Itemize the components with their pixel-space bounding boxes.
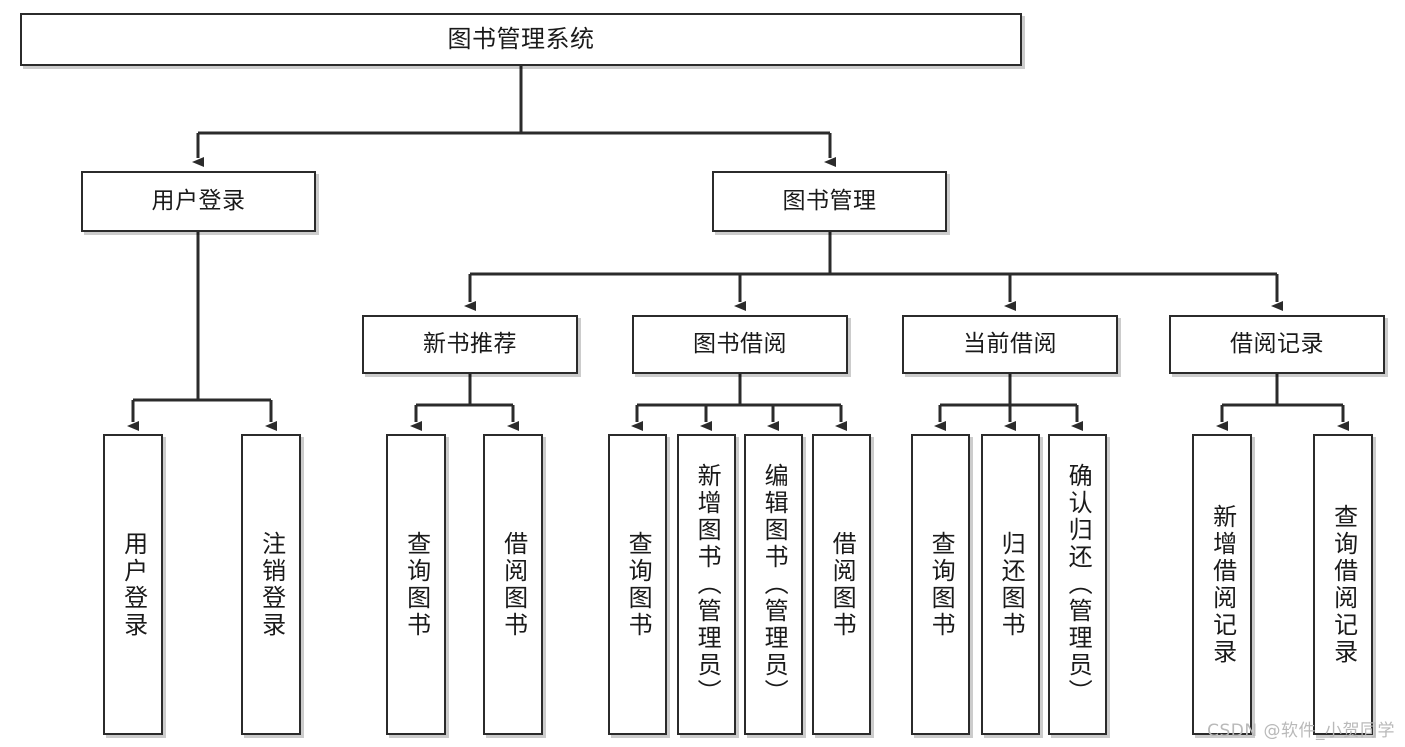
node-leaf-query-book-c-label: 查询图书 [927, 530, 956, 639]
node-leaf-user-login-label: 用户登录 [119, 530, 148, 639]
node-leaf-add-record-label: 新增借阅记录 [1208, 503, 1237, 666]
node-leaf-confirm-return[interactable]: 确认归还（管理员） [1048, 434, 1107, 735]
node-leaf-user-login[interactable]: 用户登录 [103, 434, 163, 735]
node-leaf-query-book-b[interactable]: 查询图书 [608, 434, 667, 735]
node-leaf-confirm-return-label: 确认归还（管理员） [1064, 463, 1093, 706]
node-root-label: 图书管理系统 [447, 25, 595, 54]
node-book-manage-label: 图书管理 [782, 187, 877, 214]
csdn-watermark: CSDN @软件_小贺同学 [1207, 721, 1395, 741]
node-new-book-rec[interactable]: 新书推荐 [362, 315, 578, 374]
node-user-login-label: 用户登录 [151, 187, 246, 214]
node-leaf-query-book-b-label: 查询图书 [624, 530, 653, 639]
node-leaf-logout[interactable]: 注销登录 [241, 434, 301, 735]
node-current-borrow-label: 当前借阅 [963, 330, 1057, 357]
node-leaf-query-book-c[interactable]: 查询图书 [911, 434, 970, 735]
node-leaf-query-record-label: 查询借阅记录 [1329, 503, 1358, 666]
node-leaf-add-book-label: 新增图书（管理员） [693, 463, 722, 706]
node-new-book-rec-label: 新书推荐 [423, 330, 517, 357]
node-leaf-add-record[interactable]: 新增借阅记录 [1192, 434, 1252, 735]
node-root[interactable]: 图书管理系统 [20, 13, 1022, 66]
node-leaf-borrow-book-b[interactable]: 借阅图书 [812, 434, 871, 735]
node-leaf-query-record[interactable]: 查询借阅记录 [1313, 434, 1373, 735]
node-leaf-query-book-a[interactable]: 查询图书 [386, 434, 446, 735]
node-leaf-borrow-book-a[interactable]: 借阅图书 [483, 434, 543, 735]
node-leaf-return-book[interactable]: 归还图书 [981, 434, 1040, 735]
node-leaf-borrow-book-b-label: 借阅图书 [828, 530, 857, 639]
node-user-login[interactable]: 用户登录 [81, 171, 316, 232]
node-leaf-edit-book[interactable]: 编辑图书（管理员） [744, 434, 803, 735]
node-book-borrow-label: 图书借阅 [693, 330, 787, 357]
node-current-borrow[interactable]: 当前借阅 [902, 315, 1118, 374]
node-leaf-logout-label: 注销登录 [257, 530, 286, 639]
node-leaf-add-book[interactable]: 新增图书（管理员） [677, 434, 736, 735]
node-leaf-edit-book-label: 编辑图书（管理员） [760, 463, 789, 706]
node-book-borrow[interactable]: 图书借阅 [632, 315, 848, 374]
node-leaf-borrow-book-a-label: 借阅图书 [499, 530, 528, 639]
node-borrow-record[interactable]: 借阅记录 [1169, 315, 1385, 374]
node-leaf-return-book-label: 归还图书 [997, 530, 1026, 639]
node-book-manage[interactable]: 图书管理 [712, 171, 947, 232]
node-borrow-record-label: 借阅记录 [1230, 330, 1324, 357]
node-leaf-query-book-a-label: 查询图书 [402, 530, 431, 639]
